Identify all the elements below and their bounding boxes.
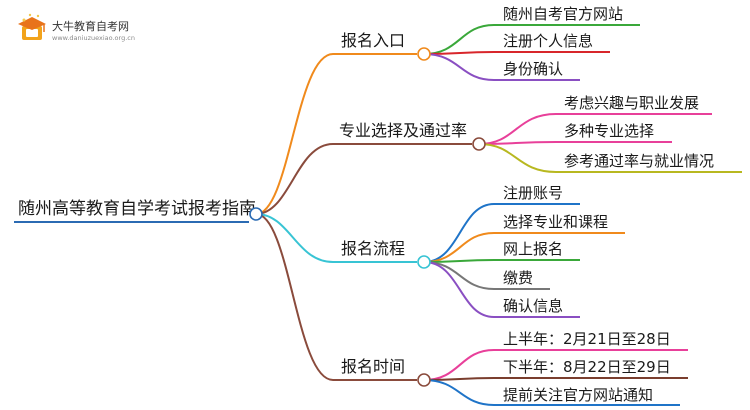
leaf-online-signup: 网上报名 [503, 240, 563, 258]
root-topic: 随州高等教育自学考试报考指南 [18, 199, 256, 219]
connector-time-notice [423, 379, 495, 406]
root-node-dot [249, 207, 263, 221]
connector-entry-identity [423, 53, 495, 81]
leaf-official-website: 随州自考官方网站 [503, 5, 623, 23]
branch-time: 报名时间 上半年：2月21日至28日 下半年：8月22日至29日 提前关注官方网… [333, 330, 688, 406]
connector-time-first-half [423, 349, 495, 381]
site-logo: 大牛教育自考网 www.daniuzuexiao.org.cn [18, 13, 135, 42]
branch-entry-dot [417, 47, 431, 61]
connector-process-pay [423, 261, 495, 290]
branch-time-dot [417, 373, 431, 387]
leaf-payment: 缴费 [503, 269, 533, 287]
leaf-confirm-info: 确认信息 [503, 297, 563, 315]
connector-process-confirm [423, 261, 495, 318]
leaf-major-options: 多种专业选择 [564, 122, 654, 140]
branch-major-label: 专业选择及通过率 [339, 121, 467, 140]
connector-root-process [255, 213, 334, 263]
logo-url: www.daniuzuexiao.org.cn [52, 34, 135, 42]
leaf-second-half-dates: 下半年：8月22日至29日 [503, 358, 671, 376]
branch-entry: 报名入口 随州自考官方网站 注册个人信息 身份确认 [333, 5, 640, 81]
branch-time-label: 报名时间 [341, 357, 405, 376]
graduation-cap-icon [18, 13, 46, 40]
branch-major-dot [472, 137, 486, 151]
connector-root-time [255, 213, 334, 381]
connector-process-account [423, 203, 495, 263]
connector-major-rate [478, 143, 557, 173]
branch-process: 报名流程 注册账号 选择专业和课程 网上报名 缴费 确认信息 [333, 184, 625, 318]
branch-major: 专业选择及通过率 考虑兴趣与职业发展 多种专业选择 参考通过率与就业情况 [333, 94, 742, 173]
connector-root-entry [255, 53, 334, 215]
branch-process-label: 报名流程 [341, 239, 405, 258]
connector-process-course [423, 232, 495, 263]
branch-entry-label: 报名入口 [341, 31, 405, 50]
leaf-select-course: 选择专业和课程 [503, 213, 608, 231]
leaf-register-account: 注册账号 [503, 184, 563, 202]
connector-major-interest [478, 113, 557, 145]
leaf-pass-employment: 参考通过率与就业情况 [564, 152, 714, 170]
leaf-watch-notice: 提前关注官方网站通知 [503, 386, 653, 404]
logo-title: 大牛教育自考网 [52, 19, 129, 33]
leaf-interest-career: 考虑兴趣与职业发展 [564, 94, 699, 112]
leaf-identity-confirm: 身份确认 [503, 60, 563, 78]
connector-entry-website [423, 24, 495, 55]
leaf-first-half-dates: 上半年：2月21日至28日 [503, 330, 671, 348]
connector-root-major [255, 143, 334, 215]
leaf-register-info: 注册个人信息 [503, 32, 593, 50]
branch-process-dot [417, 255, 431, 269]
